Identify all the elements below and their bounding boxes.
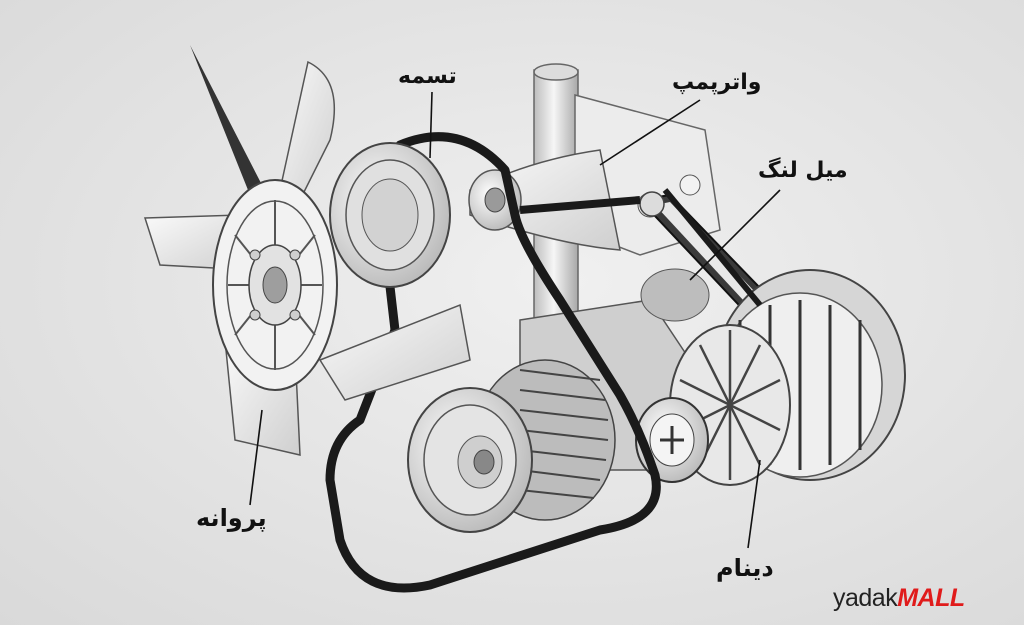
crankshaft-pulley xyxy=(407,359,616,533)
leader-alternator xyxy=(747,459,761,549)
fan-part xyxy=(143,45,471,456)
leader-lines xyxy=(249,91,781,549)
logo-text-mall: MALL xyxy=(897,584,965,612)
leader-fan xyxy=(249,409,263,506)
leader-belt xyxy=(429,91,433,159)
brand-logo: yadakMALL xyxy=(833,586,965,611)
label-adjusting-rod: میل لنگ xyxy=(758,158,848,183)
belt-part xyxy=(325,132,763,593)
label-fan: پروانه xyxy=(196,504,267,532)
leader-adjusting-rod xyxy=(689,189,781,281)
label-alternator: دینام xyxy=(716,554,774,582)
alternator-part xyxy=(635,269,906,486)
leader-water-pump xyxy=(599,99,701,166)
logo-text-yadak: yadak xyxy=(833,584,898,612)
label-belt: تسمه xyxy=(398,64,457,89)
fan-pulley xyxy=(329,142,451,288)
label-water-pump: واترپمپ xyxy=(672,70,762,95)
